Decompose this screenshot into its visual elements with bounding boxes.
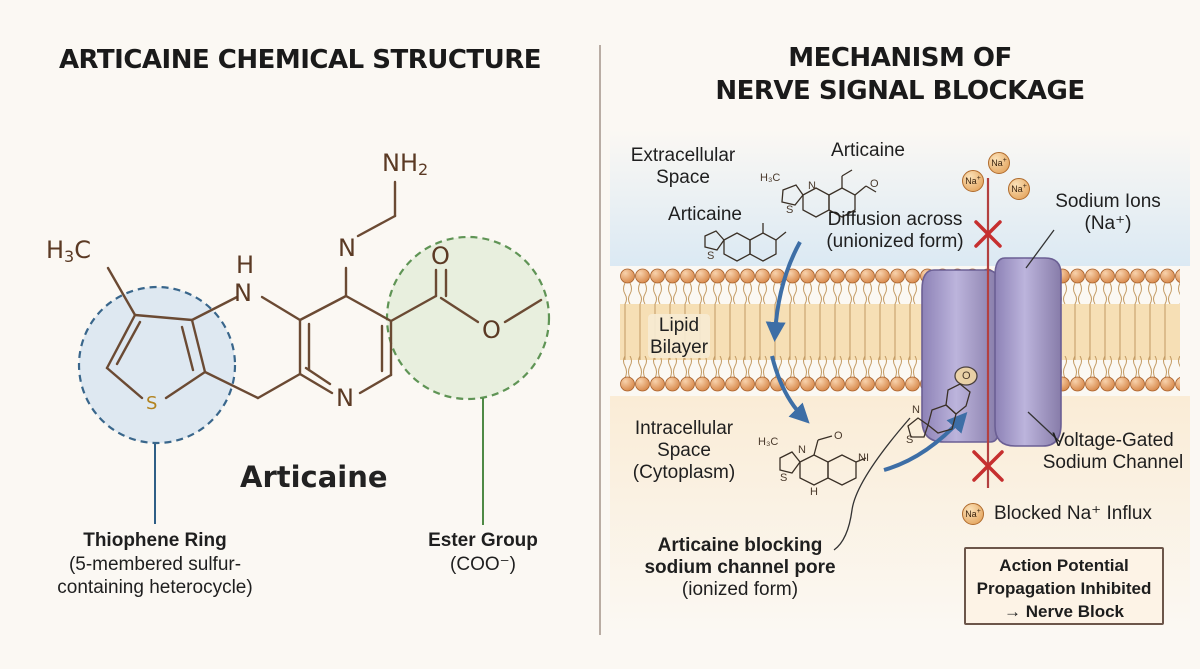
articaine-left-label: Articaine bbox=[668, 204, 742, 225]
blocked-influx-label: Blocked Na⁺ Influx bbox=[994, 503, 1152, 524]
mechanism-title-line1: MECHANISM OF bbox=[788, 43, 1012, 73]
small-s-bound: S bbox=[906, 434, 914, 446]
amine-h-label: H bbox=[236, 251, 255, 279]
articaine-top-label: Articaine bbox=[831, 140, 905, 161]
articaine-molecule-bound bbox=[907, 366, 978, 438]
small-n-intra: N bbox=[798, 444, 806, 456]
block-x-bottom bbox=[972, 450, 1004, 482]
sodium-ion-legend: Na+ bbox=[962, 503, 984, 525]
articaine-molecule-top bbox=[781, 169, 877, 218]
extracellular-background bbox=[610, 130, 1190, 266]
thiophene-highlight-circle bbox=[77, 285, 237, 445]
molecule-name: Articaine bbox=[240, 460, 388, 494]
mechanism-title-line2: NERVE SIGNAL BLOCKAGE bbox=[715, 76, 1085, 106]
top-n-label: N bbox=[338, 234, 356, 262]
small-ni-intra: NI bbox=[858, 452, 869, 464]
diffusion-arrow-2 bbox=[770, 355, 810, 424]
small-o-top: O bbox=[870, 178, 879, 190]
ester-o-label: O bbox=[482, 316, 501, 344]
sodium-ion-2: Na+ bbox=[962, 170, 984, 192]
sodium-channel bbox=[921, 257, 1062, 447]
articaine-structure-drawing bbox=[77, 180, 551, 525]
result-line1: Action Potential bbox=[999, 556, 1129, 575]
carbonyl-o-label: O bbox=[431, 242, 450, 270]
sulfur-label: S bbox=[146, 393, 158, 414]
panel-divider bbox=[599, 45, 601, 635]
small-n-bound: N bbox=[912, 404, 920, 416]
mechanism-title: MECHANISM OF NERVE SIGNAL BLOCKAGE bbox=[600, 42, 1200, 108]
sodium-ion-1: Na+ bbox=[988, 152, 1010, 174]
amine-nh2-label: NH2 bbox=[382, 149, 429, 179]
ester-label-formula: (COO⁻) bbox=[450, 554, 516, 575]
small-h3c-intra: H₃C bbox=[758, 436, 779, 448]
diffusion-arrow-1 bbox=[765, 241, 802, 342]
small-s-intra: S bbox=[780, 472, 788, 484]
sodium-ions-label: Sodium Ions(Na⁺) bbox=[1055, 191, 1161, 234]
small-s-top: S bbox=[786, 204, 794, 216]
ester-label-title: Ester Group bbox=[428, 530, 538, 551]
small-h3c-top: H₃C bbox=[760, 172, 781, 184]
small-o-intra: O bbox=[834, 430, 843, 442]
binding-arrow bbox=[883, 412, 968, 472]
small-n-top: N bbox=[808, 180, 816, 192]
small-s-left: S bbox=[707, 250, 715, 262]
articaine-molecule-intracellular bbox=[779, 435, 867, 486]
thiophene-label-title: Thiophene Ring bbox=[83, 530, 227, 551]
small-h-intra: H bbox=[810, 486, 818, 498]
diffusion-label: Diffusion across(unionized form) bbox=[826, 209, 964, 252]
sodium-ion-3: Na+ bbox=[1008, 178, 1030, 200]
articaine-molecule-left bbox=[704, 223, 787, 262]
result-line3: → Nerve Block bbox=[1004, 602, 1124, 621]
small-o-bound: O bbox=[962, 370, 971, 382]
structure-title: ARTICAINE CHEMICAL STRUCTURE bbox=[58, 45, 542, 75]
thiophene-label-line2: containing heterocycle) bbox=[57, 577, 253, 598]
molecule-bonds bbox=[105, 180, 543, 400]
leader-lines bbox=[833, 229, 1061, 551]
methyl-h3c-label: H3C bbox=[46, 236, 91, 266]
block-x-top bbox=[974, 220, 1002, 248]
amine-n-label: N bbox=[234, 279, 252, 307]
result-box: Action Potential Propagation Inhibited →… bbox=[964, 547, 1164, 625]
thiophene-label-line1: (5-membered sulfur- bbox=[68, 554, 242, 575]
ring-n-label: N bbox=[336, 384, 354, 412]
lipid-bilayer bbox=[620, 264, 1180, 396]
result-line2: Propagation Inhibited bbox=[976, 579, 1152, 598]
